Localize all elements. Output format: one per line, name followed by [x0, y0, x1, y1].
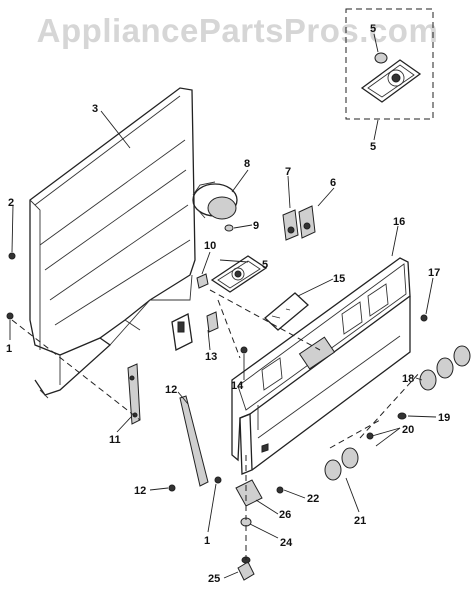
callout-22: 21	[354, 515, 366, 527]
timer-motor-part	[192, 181, 238, 220]
callout-26: 26	[279, 509, 291, 521]
bracket-part	[127, 363, 141, 425]
switch-7-part	[282, 209, 299, 241]
lens-16-part	[264, 292, 309, 331]
leader-lines	[9, 33, 437, 579]
switch-block-14-part	[171, 311, 219, 351]
switch-6-part	[298, 205, 316, 239]
callout-10: 10	[204, 240, 216, 252]
callout-13: 12	[165, 384, 177, 396]
screws-part	[6, 252, 428, 494]
callout-6: 6	[330, 177, 336, 189]
callout-12: 12	[134, 485, 146, 497]
callout-20: 19	[438, 412, 450, 424]
rod-13-part	[179, 395, 209, 487]
callout-1-bottom: 1	[204, 535, 210, 547]
clip-10-part	[196, 273, 209, 289]
inset-detail-box	[345, 8, 434, 120]
control-console-part	[231, 257, 411, 475]
callout-11: 11	[109, 434, 121, 446]
rear-panel-part	[29, 87, 196, 399]
callout-17: 16	[393, 216, 405, 228]
callout-25: 25	[208, 573, 220, 585]
watermark: AppliancePartsPros.com	[36, 12, 439, 49]
foot-25-part	[237, 556, 255, 581]
callout-15: 14	[231, 380, 244, 392]
callout-14: 13	[205, 351, 217, 363]
screw-20-part	[397, 412, 407, 420]
callout-labels: 3 2 1 5 5 6 7 8 9 5 10 16 17 15 13 14 12…	[6, 23, 450, 585]
knob-set-19-part	[419, 345, 471, 391]
callout-16: 15	[333, 273, 345, 285]
assembly-lines	[11, 289, 421, 560]
callout-21: 20	[402, 424, 414, 436]
callout-7: 7	[285, 166, 291, 178]
callout-5-inset-bottom: 5	[370, 141, 376, 153]
callout-5-inset-top: 5	[370, 23, 376, 35]
callout-19: 18	[402, 373, 414, 385]
callout-3: 3	[92, 103, 98, 115]
callout-23: 22	[307, 493, 319, 505]
callout-5-mid: 5	[262, 259, 268, 271]
callout-1-left: 1	[6, 343, 12, 355]
callout-18: 17	[428, 267, 440, 279]
washer-9-part	[224, 224, 234, 232]
switch-plate-part	[210, 255, 268, 293]
callout-9: 9	[253, 220, 259, 232]
bracket-25-part	[235, 479, 263, 507]
callout-8: 8	[244, 158, 250, 170]
callout-24: 24	[280, 537, 293, 549]
callout-2: 2	[8, 197, 14, 209]
knob-set-22-part	[324, 447, 359, 481]
